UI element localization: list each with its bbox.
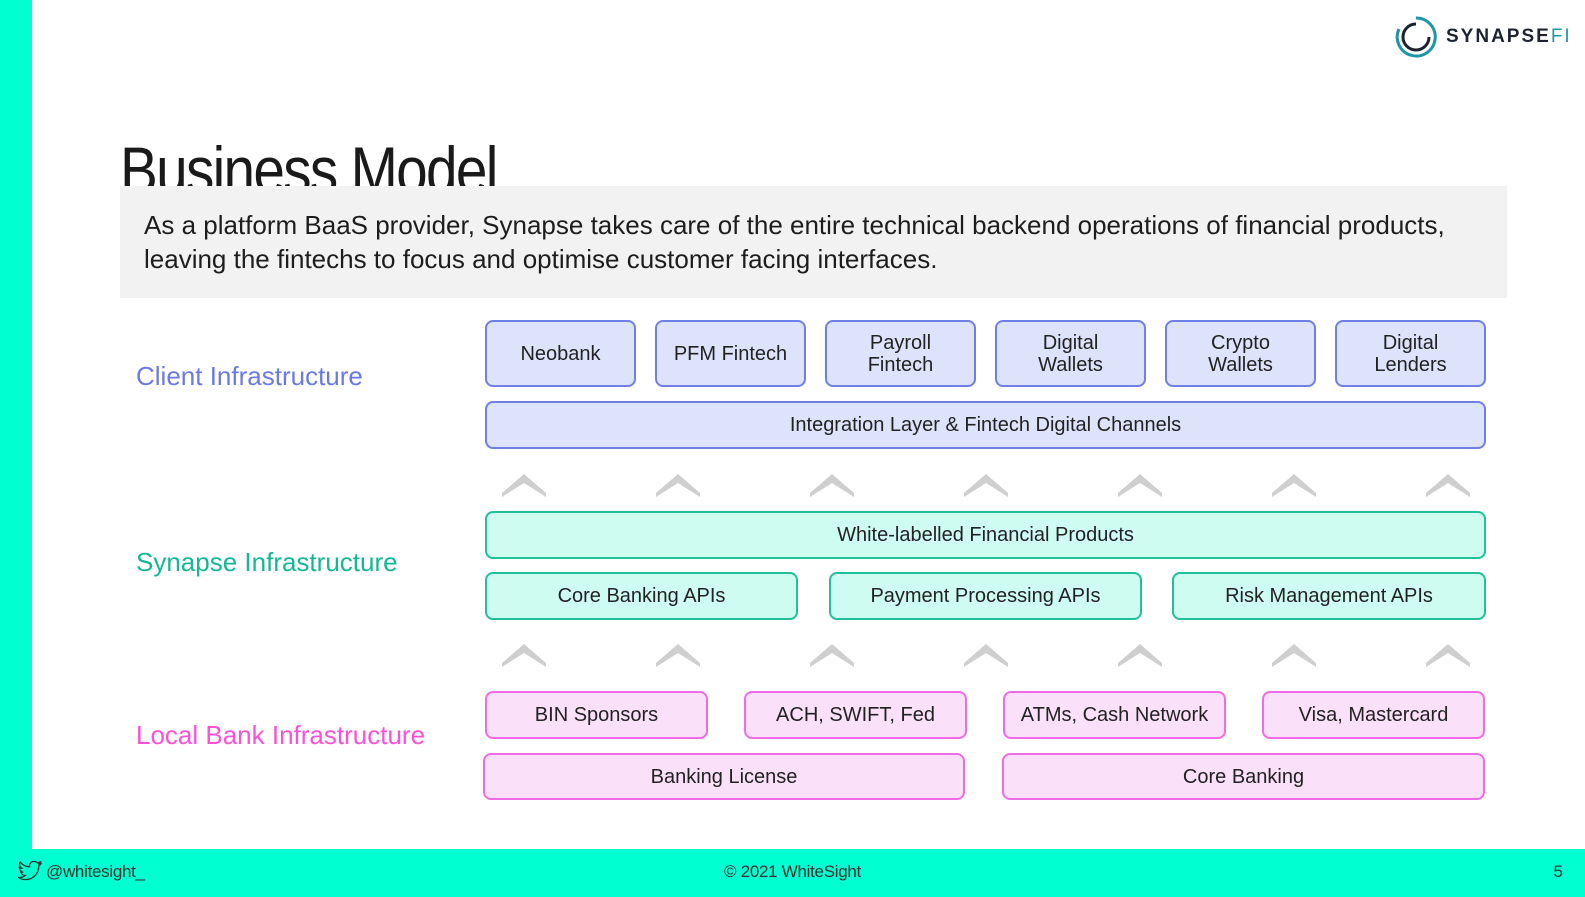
chevron-up-icon bbox=[964, 474, 1008, 497]
bank-infrastructure-label: Local Bank Infrastructure bbox=[136, 720, 426, 750]
chevron-up-icon bbox=[1426, 644, 1470, 667]
chevron-up-icon bbox=[656, 474, 700, 497]
footer-bar: @whitesight_ © 2021 WhiteSight 5 bbox=[0, 849, 1585, 897]
synapsefi-logo-icon bbox=[1395, 16, 1437, 58]
client-item-crypto-wallets: Crypto Wallets bbox=[1165, 320, 1316, 387]
bank-item-bin-sponsors: BIN Sponsors bbox=[485, 691, 708, 739]
chevron-up-icon bbox=[502, 644, 546, 667]
client-item-digital-lenders: Digital Lenders bbox=[1335, 320, 1486, 387]
logo-wordmark: SYNAPSEFI bbox=[1446, 26, 1572, 48]
bank-item-ach-swift-fed: ACH, SWIFT, Fed bbox=[744, 691, 967, 739]
client-infrastructure-label: Client Infrastructure bbox=[136, 361, 363, 391]
chevron-up-icon bbox=[1118, 474, 1162, 497]
bank-core-banking: Core Banking bbox=[1002, 753, 1485, 800]
bank-item-atms-cash-network: ATMs, Cash Network bbox=[1003, 691, 1226, 739]
client-item-pfm-fintech: PFM Fintech bbox=[655, 320, 806, 387]
footer-copyright: © 2021 WhiteSight bbox=[724, 862, 861, 881]
description-text: As a platform BaaS provider, Synapse tak… bbox=[144, 210, 1445, 274]
logo-word-suffix: FI bbox=[1550, 26, 1572, 47]
synapse-api-risk-management: Risk Management APIs bbox=[1172, 572, 1486, 620]
client-item-payroll-fintech: Payroll Fintech bbox=[825, 320, 976, 387]
chevron-up-icon bbox=[656, 644, 700, 667]
chevron-up-icon bbox=[502, 474, 546, 497]
twitter-handle[interactable]: @whitesight_ bbox=[46, 862, 145, 881]
synapse-api-core-banking: Core Banking APIs bbox=[485, 572, 798, 620]
synapse-api-payment-processing: Payment Processing APIs bbox=[829, 572, 1142, 620]
logo-word-main: SYNAPSE bbox=[1446, 26, 1551, 47]
synapse-white-labelled-products: White-labelled Financial Products bbox=[485, 511, 1486, 559]
chevron-up-icon bbox=[1272, 644, 1316, 667]
chevron-up-icon bbox=[810, 474, 854, 497]
chevron-up-icon bbox=[810, 644, 854, 667]
bank-item-visa-mastercard: Visa, Mastercard bbox=[1262, 691, 1485, 739]
left-accent-bar bbox=[0, 0, 32, 897]
chevron-up-icon bbox=[1272, 474, 1316, 497]
client-item-digital-wallets: Digital Wallets bbox=[995, 320, 1146, 387]
client-item-neobank: Neobank bbox=[485, 320, 636, 387]
client-integration-layer: Integration Layer & Fintech Digital Chan… bbox=[485, 401, 1486, 449]
synapse-infrastructure-label: Synapse Infrastructure bbox=[136, 547, 398, 577]
twitter-icon[interactable] bbox=[18, 861, 42, 883]
chevron-up-icon bbox=[964, 644, 1008, 667]
bank-banking-license: Banking License bbox=[483, 753, 965, 800]
synapsefi-logo: SYNAPSEFI bbox=[1394, 14, 1572, 60]
page-number: 5 bbox=[1553, 862, 1563, 881]
chevron-up-icon bbox=[1118, 644, 1162, 667]
description-panel: As a platform BaaS provider, Synapse tak… bbox=[120, 186, 1507, 298]
chevron-up-icon bbox=[1426, 474, 1470, 497]
